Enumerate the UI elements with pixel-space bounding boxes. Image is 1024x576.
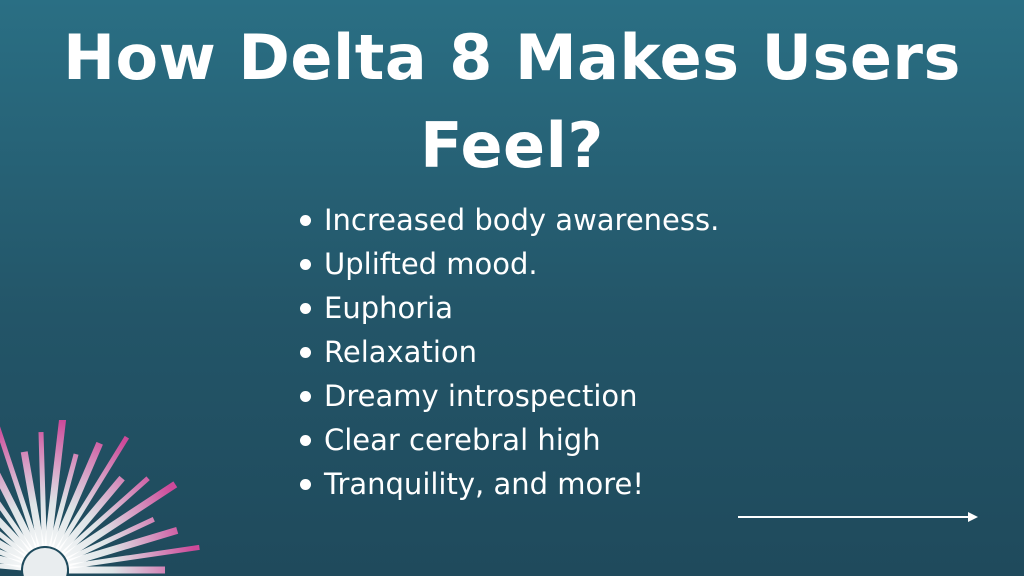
sunburst-ray [0,472,38,551]
bullet-item: Euphoria [300,286,719,330]
bullet-text: Clear cerebral high [324,423,601,457]
sunburst-ray [0,539,26,562]
bullet-item: Tranquility, and more! [300,462,719,506]
sunburst-ray [61,476,150,556]
sunburst-ray [0,517,32,555]
sunburst-ray [48,453,79,548]
bullet-dot-icon [300,259,311,270]
bullet-dot-icon [300,215,311,226]
sunburst-ray [38,432,47,547]
sunburst-ray [66,527,179,567]
sunburst-ray [55,435,130,551]
sunburst-ray [68,544,200,569]
sunburst-ray [0,563,22,571]
bullet-dot-icon [300,303,311,314]
sunburst-ray [20,451,45,548]
arrow-right-icon[interactable] [736,509,980,525]
sunburst-ray [65,517,155,563]
sunburst-ray [0,531,28,558]
bullet-dot-icon [300,347,311,358]
bullet-dot-icon [300,435,311,446]
bullet-item: Relaxation [300,330,719,374]
bullet-item: Uplifted mood. [300,242,719,286]
bullet-text: Increased body awareness. [324,203,720,237]
bullet-item: Dreamy introspection [300,374,719,418]
sunburst-ray [0,501,34,552]
bullet-dot-icon [300,479,311,490]
bullet-text: Euphoria [324,291,453,325]
sunburst-ray [0,426,40,548]
sunburst-ray [57,475,125,554]
bullet-text: Tranquility, and more! [324,467,644,501]
sunburst-icon [0,420,200,576]
bullet-list: Increased body awareness. Uplifted mood.… [300,198,719,506]
bullet-text: Uplifted mood. [324,247,538,281]
sunburst-ray [63,481,178,560]
bullet-text: Relaxation [324,335,478,369]
bullet-item: Clear cerebral high [300,418,719,462]
sunburst-ray [44,420,67,547]
slide-title: How Delta 8 Makes Users Feel? [63,21,961,182]
sunburst-ray [0,555,23,568]
bullet-item: Increased body awareness. [300,198,719,242]
sunburst-ray [0,549,24,564]
sunburst-ray [51,441,103,550]
bullet-text: Dreamy introspection [324,379,638,413]
bullet-dot-icon [300,391,311,402]
